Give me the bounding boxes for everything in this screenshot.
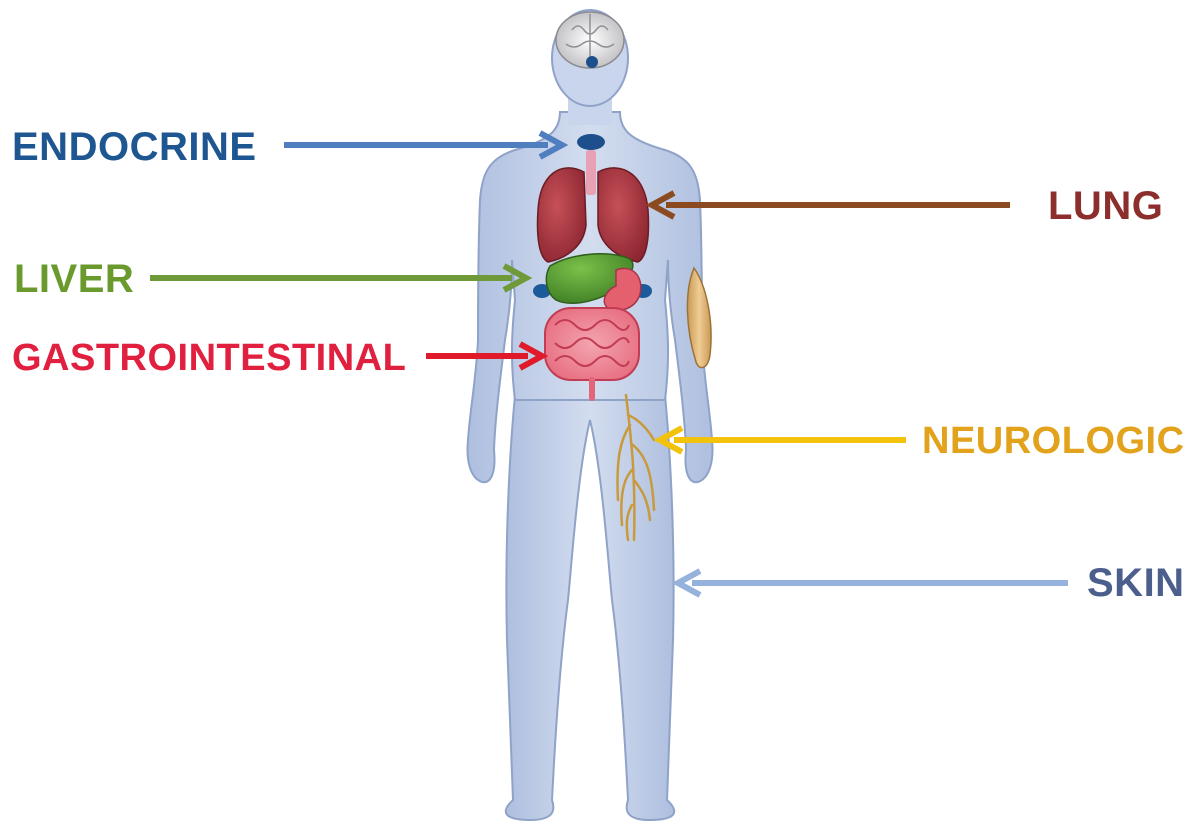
trachea-icon <box>586 150 596 195</box>
lung-label: LUNG <box>1048 186 1163 226</box>
skin-label: SKIN <box>1087 563 1185 603</box>
neurologic-label: NEUROLOGIC <box>922 422 1185 460</box>
lung-arrow <box>652 193 1010 217</box>
pituitary-icon <box>586 56 598 68</box>
thyroid-icon <box>577 134 605 150</box>
endocrine-label: ENDOCRINE <box>12 127 257 167</box>
body-silhouette <box>468 10 713 820</box>
brain-icon <box>556 12 624 68</box>
gastrointestinal-label: GASTROINTESTINAL <box>12 339 406 377</box>
liver-label: LIVER <box>14 259 134 299</box>
body-legs <box>506 395 674 820</box>
liver-arrow <box>150 266 526 290</box>
skin-arrow <box>678 571 1068 595</box>
